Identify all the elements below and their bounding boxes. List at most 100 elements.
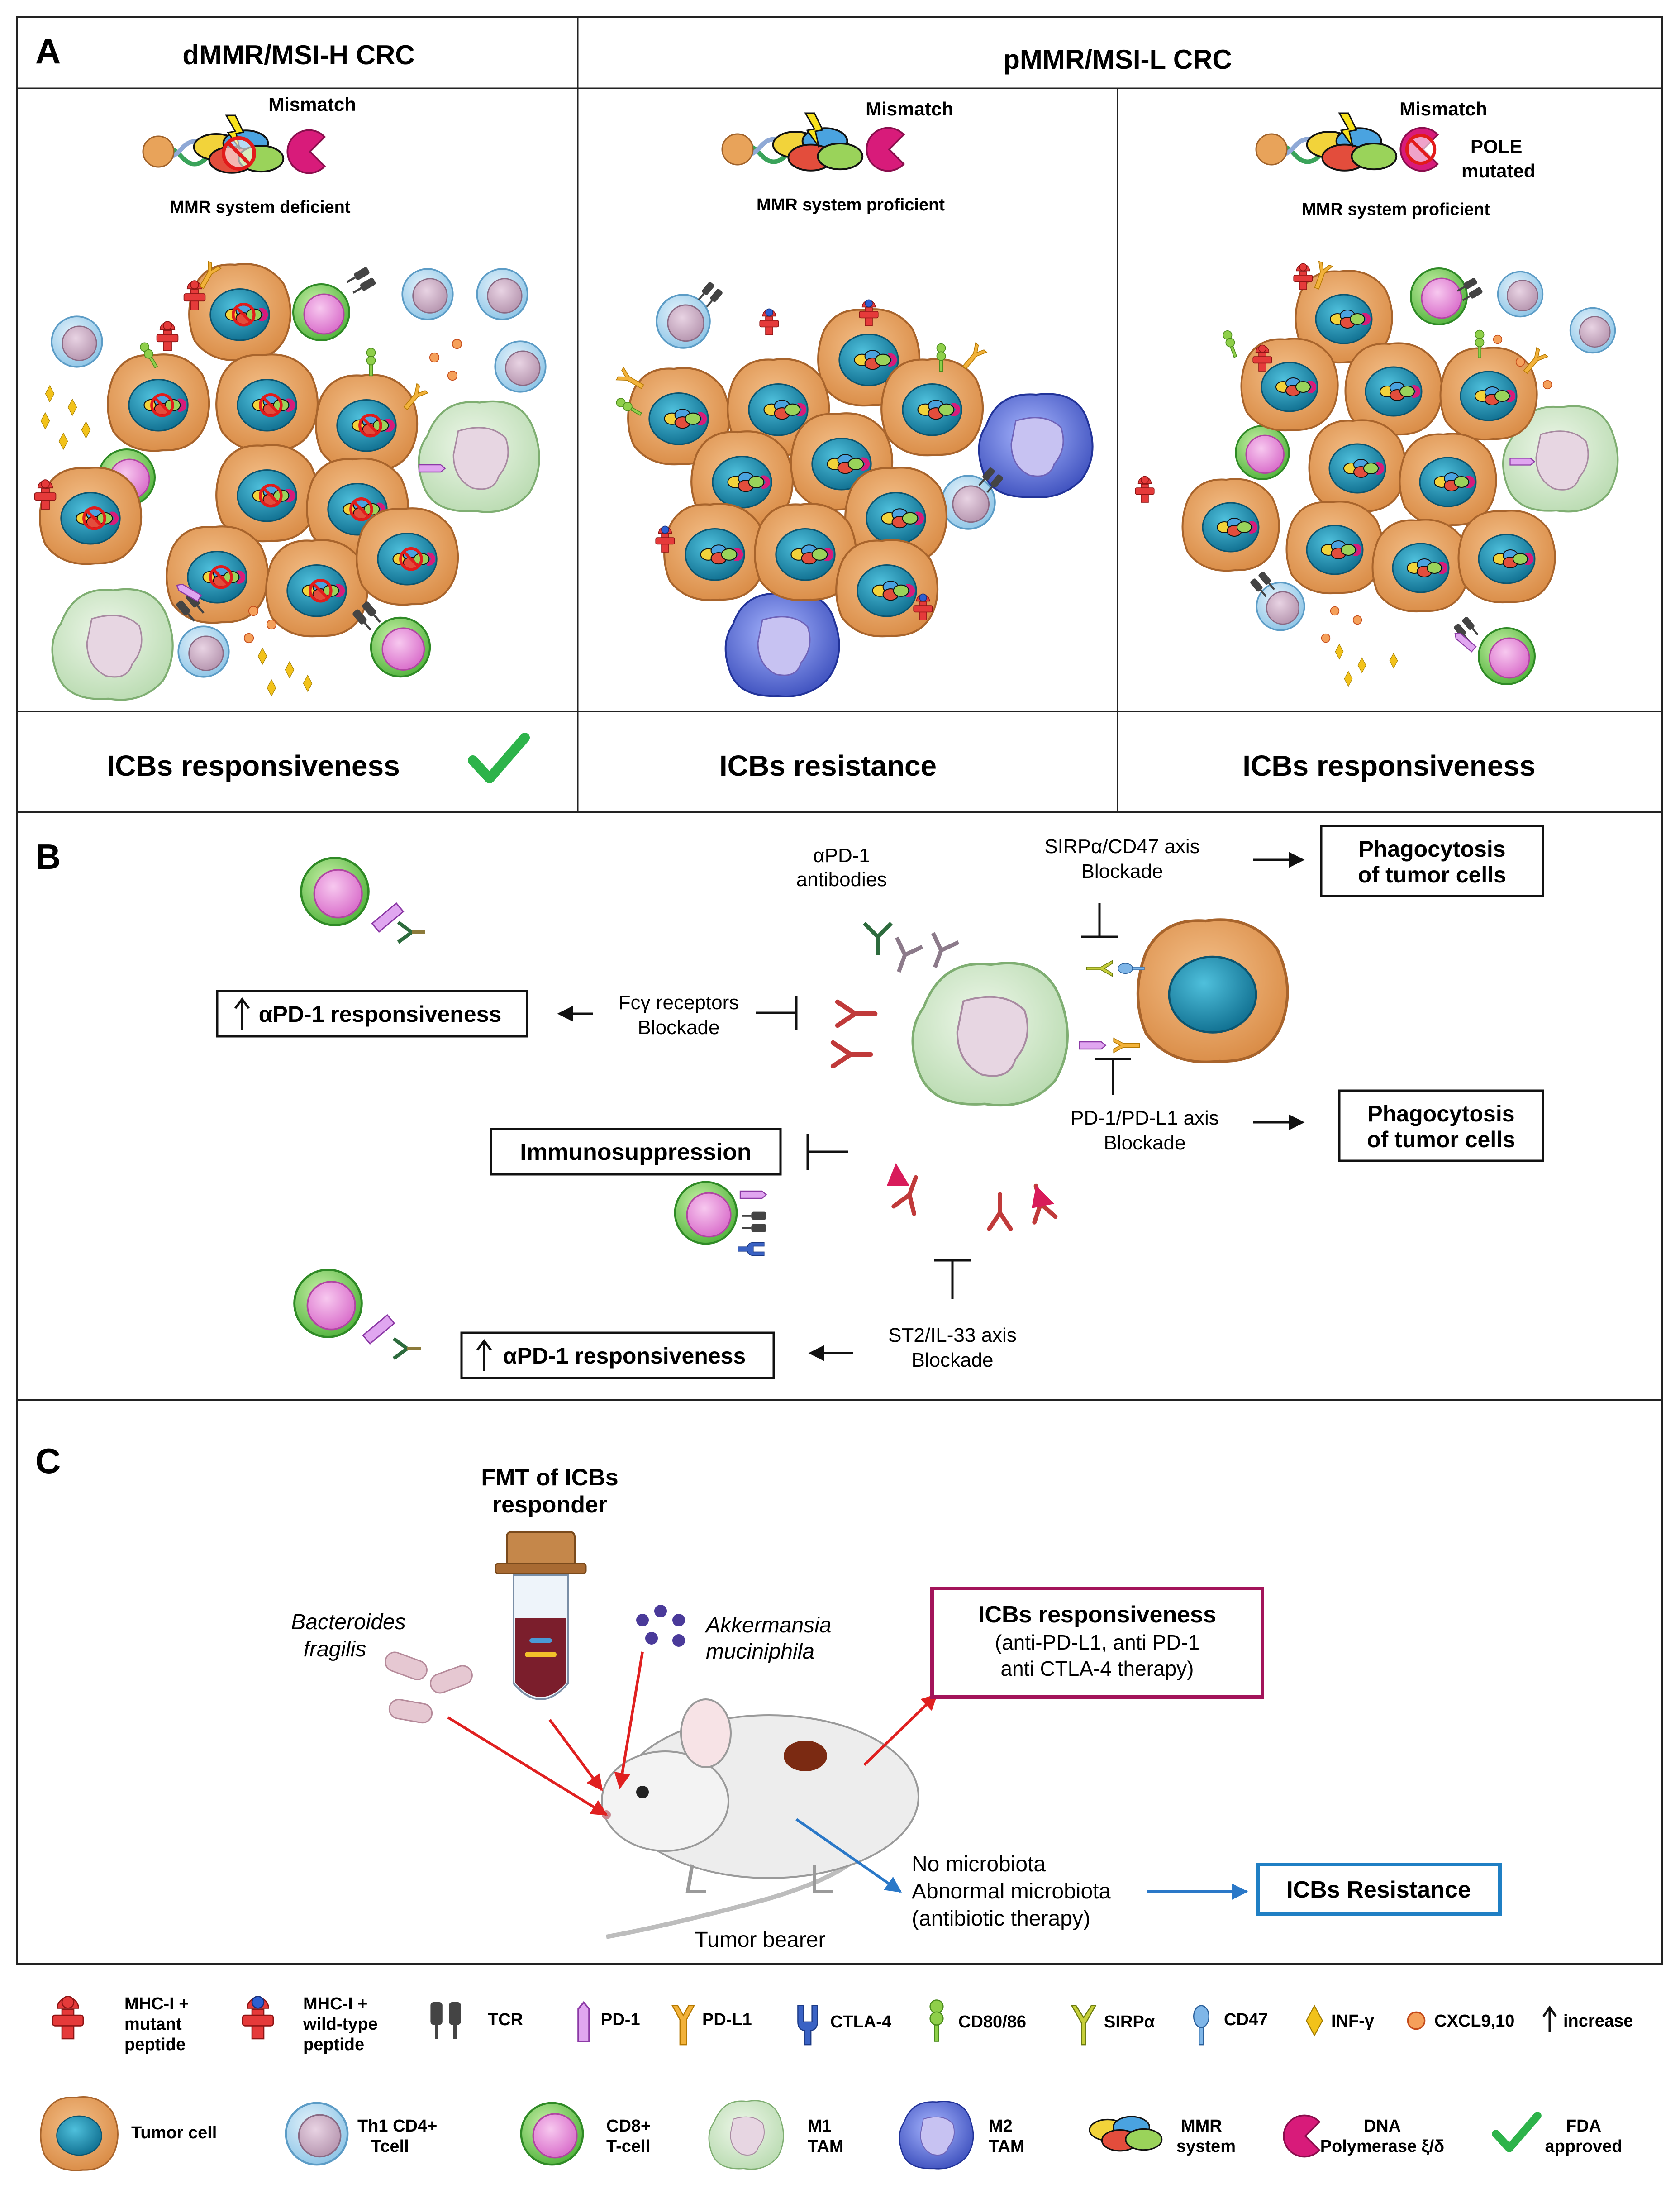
cd80-icon <box>929 1999 944 2042</box>
bacteroides-icon <box>385 1651 473 1724</box>
abnormal-microbiota-label: Abnormal microbiota <box>912 1879 1111 1903</box>
pd1-label-1: PD-1/PD-L1 axis <box>1071 1107 1219 1129</box>
sirpa-icon <box>1071 2005 1096 2046</box>
cd8-cell-top <box>301 858 369 925</box>
icbs-resp-box <box>930 1587 1264 1699</box>
dmmr-header: dMMR/MSI-H CRC <box>182 40 414 70</box>
phago1-label-1: Phagocytosis <box>1358 836 1505 862</box>
tcr-icon <box>430 2002 461 2039</box>
legend-th1-1: Th1 CD4+ <box>357 2117 437 2136</box>
legend-m2-2: TAM <box>989 2137 1025 2156</box>
resp-label-bottom: αPD-1 responsiveness <box>503 1343 746 1369</box>
phago2-label-1: Phagocytosis <box>1367 1101 1514 1126</box>
legend-mhc-wild-1: MHC-I + <box>303 1994 368 2013</box>
pmmr-header: pMMR/MSI-L CRC <box>1003 44 1232 75</box>
fcy-label-1: Fcγ receptors <box>619 992 739 1014</box>
increase-arrow-top <box>234 997 250 1030</box>
legend-mhc-wild-3: peptide <box>303 2035 364 2054</box>
infg-icon <box>1306 2005 1323 2036</box>
fmt-tube-icon <box>495 1531 587 1700</box>
tumor-bearer-label: Tumor bearer <box>695 1928 826 1952</box>
fda-check-icon <box>1496 2116 1537 2148</box>
mmr-proficient-label-3: MMR system proficient <box>1302 200 1490 219</box>
mhc-mutant-icon <box>52 1996 84 2040</box>
tam-with-antibodies <box>833 921 1067 1229</box>
st2-label-2: Blockade <box>911 1349 993 1371</box>
antibiotic-label: (antibiotic therapy) <box>912 1907 1090 1931</box>
mismatch-label-2: Mismatch <box>866 98 953 119</box>
legend-infg: INF-γ <box>1331 2012 1374 2031</box>
tumor-cell-icon <box>40 2096 119 2171</box>
m2-tam-icon <box>899 2101 974 2170</box>
icbs-resist-box <box>1256 1863 1502 1916</box>
legend-sirpa: SIRPα <box>1104 2012 1155 2032</box>
apd1-label-2: antibodies <box>796 868 887 891</box>
fmt-label-1: FMT of ICBs <box>481 1464 618 1491</box>
dna-polymerase-icon <box>1283 2114 1320 2158</box>
legend-mhc-mutant-2: mutant <box>124 2015 182 2034</box>
cd8-cell-middle <box>675 1182 737 1244</box>
legend-cxcl: CXCL9,10 <box>1434 2012 1514 2031</box>
cd8-cell-bottom <box>295 1270 362 1337</box>
cxcl-icon <box>1407 2011 1426 2030</box>
legend-increase: increase <box>1563 2012 1633 2031</box>
legend-dnapol-2: Polymerase ξ/δ <box>1320 2137 1444 2156</box>
apd1-label-1: αPD-1 <box>813 844 870 867</box>
legend-mhc-mutant-1: MHC-I + <box>124 1994 189 2013</box>
legend-mhc-mutant-3: peptide <box>124 2035 186 2054</box>
resp-box-bottom <box>460 1331 775 1379</box>
phago-box-2 <box>1338 1089 1544 1162</box>
mmr-deficient-label: MMR system deficient <box>170 198 350 217</box>
panel-a: A dMMR/MSI-H CRC pMMR/MSI-L CRC Mismatch… <box>16 16 1663 813</box>
legend-fda-2: approved <box>1545 2137 1622 2156</box>
mhc-wild-icon <box>242 1996 274 2040</box>
legend-ctla4: CTLA-4 <box>830 2012 891 2032</box>
resp-label-top: αPD-1 responsiveness <box>259 1001 502 1027</box>
legend-mhc-wild-2: wild-type <box>303 2015 378 2034</box>
panel-b-letter: B <box>35 837 61 877</box>
legend-th1-2: Tcell <box>371 2137 409 2156</box>
pd1-label-2: Blockade <box>1104 1132 1185 1154</box>
akk-label-1: Akkermansia <box>704 1613 831 1637</box>
legend-cd47: CD47 <box>1224 2010 1268 2029</box>
no-microbiota-label: No microbiota <box>912 1852 1046 1876</box>
panel-b: B αPD-1 <box>16 811 1663 1401</box>
outcome-dmmr: ICBs responsiveness <box>107 749 400 782</box>
akk-label-2: muciniphila <box>706 1640 814 1664</box>
cd47-icon <box>1193 2005 1210 2046</box>
legend-mmr-2: system <box>1176 2137 1236 2156</box>
th1-cell-icon <box>286 2103 347 2165</box>
resp-box-top <box>216 990 528 1038</box>
icbs-resp-line3: anti CTLA-4 therapy) <box>1001 1657 1194 1680</box>
outcome-pmmr: ICBs resistance <box>719 749 937 782</box>
phago-box-1 <box>1320 825 1544 897</box>
icbs-resp-title: ICBs responsiveness <box>978 1602 1216 1628</box>
legend-m2-1: M2 <box>989 2117 1013 2136</box>
mmr-system-icon <box>1089 2116 1163 2152</box>
legend-cd8-1: CD8+ <box>606 2117 651 2136</box>
sirp-label-1: SIRPα/CD47 axis <box>1044 835 1199 858</box>
m1-tam-icon <box>708 2100 784 2170</box>
icbs-resp-line2: (anti-PD-L1, anti PD-1 <box>995 1631 1200 1654</box>
pole-mutated-label: mutated <box>1461 160 1535 181</box>
sirp-label-2: Blockade <box>1081 860 1163 882</box>
panel-c-letter: C <box>35 1441 61 1481</box>
phago1-label-2: of tumor cells <box>1358 862 1506 887</box>
legend-tcr: TCR <box>488 2010 523 2029</box>
legend-dnapol-1: DNA <box>1364 2117 1401 2136</box>
outcome-pole: ICBs responsiveness <box>1242 749 1535 782</box>
pdl1-icon <box>671 2005 695 2046</box>
bacteroides-label-1: Bacteroides <box>291 1610 405 1634</box>
legend: MHC-I + mutant peptide MHC-I + wild-type… <box>40 1994 1633 2171</box>
ctla4-icon <box>797 2005 818 2046</box>
mismatch-label-3: Mismatch <box>1399 98 1487 119</box>
legend-mmr-1: MMR <box>1181 2117 1222 2136</box>
akkermansia-icon <box>636 1605 685 1647</box>
increase-icon <box>1542 2005 1557 2032</box>
legend-fda-1: FDA <box>1566 2117 1601 2136</box>
legend-cd8-2: T-cell <box>606 2137 650 2156</box>
legend-pd1: PD-1 <box>601 2010 640 2029</box>
bacteroides-label-2: fragilis <box>304 1637 366 1661</box>
mismatch-label-1: Mismatch <box>268 94 356 115</box>
